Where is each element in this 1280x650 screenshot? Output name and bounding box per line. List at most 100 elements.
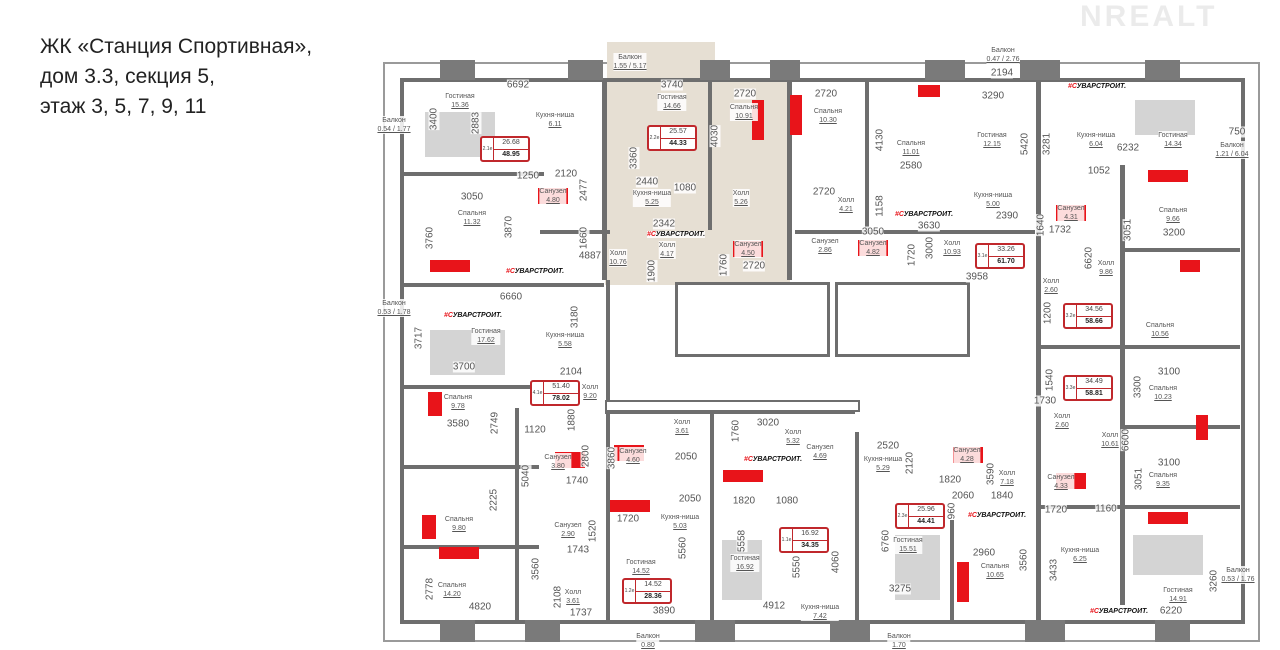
dimension-label: 4130 xyxy=(874,128,886,152)
dimension-label: 2104 xyxy=(559,366,583,378)
room-area: 3.61 xyxy=(566,598,580,605)
room-name: Спальня xyxy=(1148,385,1178,392)
wall xyxy=(1120,248,1240,252)
living-area: 14.52 xyxy=(636,580,670,592)
room-area: 5.26 xyxy=(734,199,748,206)
room-name: Спальня xyxy=(1145,322,1175,329)
dimension-label: 1900 xyxy=(646,259,658,283)
wall xyxy=(950,520,954,620)
living-area: 33.26 xyxy=(989,245,1023,257)
room-area: 14.34 xyxy=(1164,141,1182,148)
dimension-label: 3890 xyxy=(652,605,676,617)
dimension-label: 6660 xyxy=(499,291,523,303)
dimension-label: 2120 xyxy=(904,451,916,475)
dimension-label: 2060 xyxy=(951,490,975,502)
dimension-label: 1760 xyxy=(730,419,742,443)
dimension-label: 1540 xyxy=(1044,368,1056,392)
room-area: 14.91 xyxy=(1169,596,1187,603)
dimension-label: 3717 xyxy=(413,326,425,350)
dimension-label: 1052 xyxy=(1087,165,1111,177)
room-area: 9.78 xyxy=(451,403,465,410)
rug xyxy=(1135,100,1195,135)
dimension-label: 3560 xyxy=(530,557,542,581)
room-name: Балкон xyxy=(1220,142,1244,149)
room-name: Санузел xyxy=(859,240,887,247)
brand-tag: #СУВАРСТРОИТ. xyxy=(647,231,706,238)
room-area: 4.60 xyxy=(626,457,640,464)
dimension-label: 1250 xyxy=(516,170,540,182)
wall xyxy=(795,230,1035,234)
dimension-label: 2520 xyxy=(876,440,900,452)
window-pier xyxy=(440,60,475,80)
wall xyxy=(1241,78,1245,624)
apartment-type: 2.3е xyxy=(897,505,909,527)
apartment-type: 4.1е xyxy=(532,382,544,404)
dimension-label: 2720 xyxy=(733,88,757,100)
room-name: Гостиная xyxy=(626,559,656,566)
dimension-label: 1720 xyxy=(1044,504,1068,516)
dimension-label: 1520 xyxy=(587,519,599,543)
dimension-label: 3050 xyxy=(460,191,484,203)
dimension-label: 2108 xyxy=(552,585,564,609)
brand-tag: #СУВАРСТРОИТ. xyxy=(506,268,565,275)
window-pier xyxy=(1020,60,1060,80)
room-name: Холл xyxy=(609,250,627,257)
room-area: 15.36 xyxy=(451,102,469,109)
apartment-type: 2.2е xyxy=(649,127,661,149)
dimension-label: 4030 xyxy=(709,124,721,148)
dimension-label: 1200 xyxy=(1042,301,1054,325)
room-area: 0.54 / 1.77 xyxy=(377,126,411,133)
room-name: Кухня-ниша xyxy=(973,192,1013,199)
elevator-shaft xyxy=(835,282,970,357)
room-name: Холл xyxy=(784,429,802,436)
room-area: 11.32 xyxy=(463,219,481,226)
wall xyxy=(400,78,1245,82)
room-area: 10.65 xyxy=(986,572,1004,579)
room-area: 4.80 xyxy=(546,197,560,204)
room-area: 4.31 xyxy=(1064,214,1078,221)
room-name: Гостиная xyxy=(657,94,687,101)
room-area: 15.51 xyxy=(899,546,917,553)
room-name: Холл xyxy=(564,589,582,596)
room-name: Спальня xyxy=(1158,207,1188,214)
total-area: 48.95 xyxy=(502,150,520,158)
dimension-label: 3360 xyxy=(628,146,640,170)
room-name: Кухня-ниша xyxy=(660,514,700,521)
dimension-label: 2778 xyxy=(424,577,436,601)
stairwell xyxy=(675,282,830,357)
room-area: 14.52 xyxy=(632,568,650,575)
wall xyxy=(787,80,792,280)
apartment-type: 3.1е xyxy=(977,245,989,267)
bed-icon xyxy=(1148,512,1188,524)
room-area: 10.56 xyxy=(1151,331,1169,338)
room-name: Балкон xyxy=(618,54,642,61)
bed-icon xyxy=(957,562,969,602)
total-area: 58.66 xyxy=(1085,317,1103,325)
dimension-label: 2720 xyxy=(812,186,836,198)
room-name: Холл xyxy=(1101,432,1119,439)
dimension-label: 3560 xyxy=(1018,548,1030,572)
room-area: 5.29 xyxy=(876,465,890,472)
room-area: 7.42 xyxy=(813,613,827,620)
room-name: Гостиная xyxy=(471,328,501,335)
dimension-label: 1720 xyxy=(906,243,918,267)
room-area: 12.15 xyxy=(983,141,1001,148)
title-building-section: дом 3.3, секция 5, xyxy=(40,65,215,88)
